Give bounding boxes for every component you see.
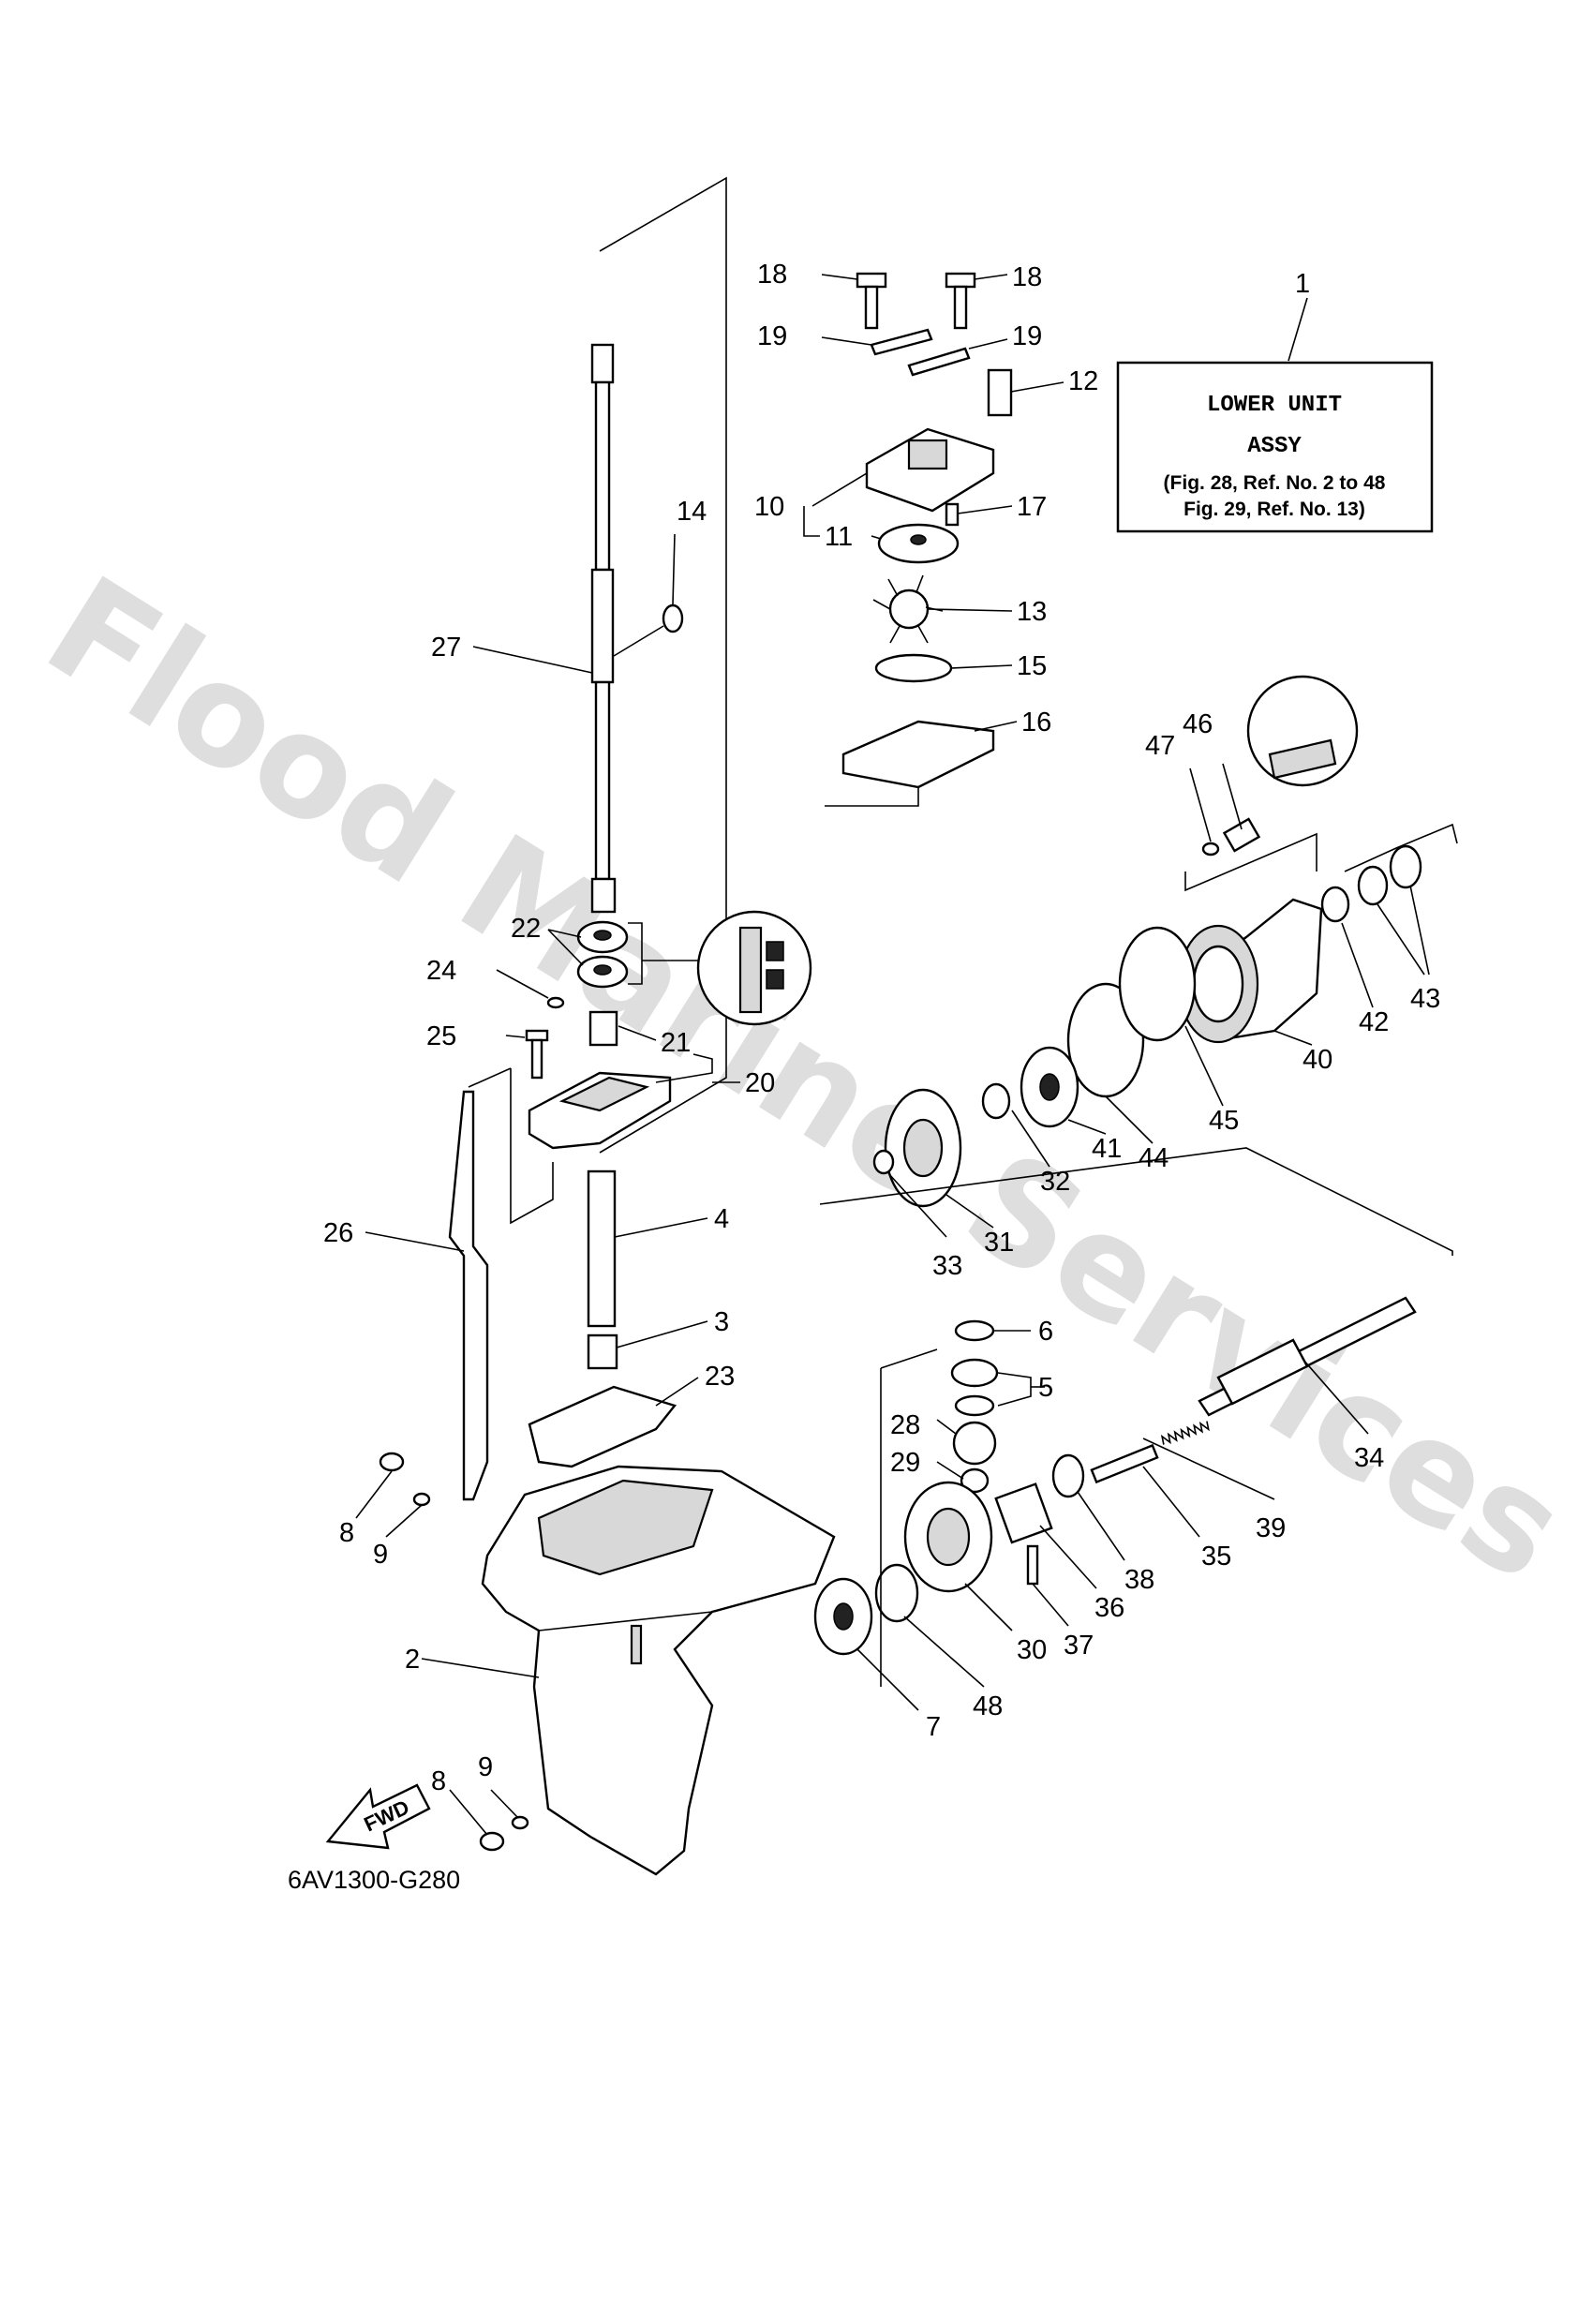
prop-shaft-housing-group	[981, 675, 1458, 1128]
callout-8: 8	[431, 1766, 446, 1796]
drive-shaft-27	[590, 176, 727, 1154]
callout-48: 48	[973, 1691, 1003, 1721]
callout-18: 18	[757, 260, 787, 290]
bearing-housing-group	[468, 910, 812, 1225]
callout-14: 14	[677, 497, 707, 527]
callout-33: 33	[932, 1251, 962, 1281]
callout-41: 41	[1092, 1134, 1122, 1164]
callout-46: 46	[1183, 709, 1213, 739]
callout-3: 3	[714, 1307, 729, 1337]
callout-5: 5	[1038, 1373, 1053, 1403]
callout-4: 4	[714, 1204, 729, 1234]
callout-2: 2	[405, 1645, 420, 1675]
callout-22: 22	[511, 914, 541, 944]
callout-12: 12	[1068, 366, 1098, 396]
callout-47: 47	[1145, 731, 1175, 761]
drawing-code: 6AV1300-G280	[288, 1866, 460, 1894]
callout-35: 35	[1201, 1542, 1231, 1572]
callout-6: 6	[1038, 1317, 1053, 1347]
lower-unit-assy-box: 1 LOWER UNIT ASSY (Fig. 28, Ref. No. 2 t…	[1116, 269, 1434, 533]
callout-8: 8	[339, 1518, 354, 1548]
callout-28: 28	[890, 1410, 920, 1440]
callout-32: 32	[1040, 1167, 1070, 1197]
callout-37: 37	[1064, 1631, 1094, 1661]
callout-19: 19	[757, 321, 787, 351]
callout-40: 40	[1303, 1045, 1332, 1075]
callout-34: 34	[1354, 1443, 1384, 1473]
gear-group	[813, 1088, 1453, 1687]
callout-19: 19	[1012, 321, 1042, 351]
callout-15: 15	[1017, 651, 1047, 681]
gasket-23	[528, 1385, 677, 1468]
box-line-2: ASSY	[1247, 434, 1302, 459]
box-line-1: LOWER UNIT	[1207, 393, 1342, 418]
callout-36: 36	[1094, 1593, 1124, 1623]
water-pump-group	[825, 272, 1013, 807]
callout-21: 21	[661, 1028, 691, 1058]
callout-42: 42	[1359, 1007, 1389, 1037]
callout-43: 43	[1410, 984, 1440, 1014]
callout-23: 23	[705, 1362, 735, 1392]
callout-39: 39	[1256, 1513, 1286, 1543]
callout-38: 38	[1124, 1565, 1154, 1595]
callout-10: 10	[754, 492, 784, 522]
callout-1: 1	[1295, 269, 1310, 299]
water-tube-4	[587, 1169, 617, 1328]
bolt-washer-set-lower	[479, 1815, 529, 1852]
leader-lines	[355, 274, 1430, 1836]
callout-25: 25	[426, 1021, 456, 1051]
callout-13: 13	[1017, 597, 1047, 627]
box-line-4: Fig. 29, Ref. No. 13)	[1184, 499, 1365, 520]
bolt-washer-set-upper	[379, 1452, 431, 1507]
callout-7: 7	[926, 1712, 941, 1742]
shift-rod-26	[448, 1090, 489, 1501]
callout-11: 11	[825, 522, 853, 552]
callout-20: 20	[745, 1068, 775, 1098]
callout-9: 9	[478, 1752, 493, 1782]
callout-26: 26	[323, 1218, 353, 1248]
fwd-arrow-icon: FWD	[325, 1783, 431, 1850]
callout-27: 27	[431, 633, 461, 663]
callout-16: 16	[1021, 708, 1051, 737]
callout-numbers: 18 18 19 19 12 10 11 17 13 15 16 14 27 2…	[323, 260, 1440, 1796]
callout-17: 17	[1017, 492, 1047, 522]
callout-45: 45	[1209, 1106, 1239, 1136]
callout-18: 18	[1012, 262, 1042, 292]
callout-24: 24	[426, 956, 456, 986]
callout-30: 30	[1017, 1635, 1047, 1665]
box-line-3: (Fig. 28, Ref. No. 2 to 48	[1164, 472, 1386, 494]
lower-casing-2	[481, 1465, 836, 1876]
callout-31: 31	[984, 1228, 1014, 1258]
grommet-3	[587, 1333, 618, 1370]
key-14	[662, 603, 684, 633]
callout-44: 44	[1139, 1143, 1169, 1173]
callout-9: 9	[373, 1540, 388, 1570]
callout-29: 29	[890, 1448, 920, 1478]
